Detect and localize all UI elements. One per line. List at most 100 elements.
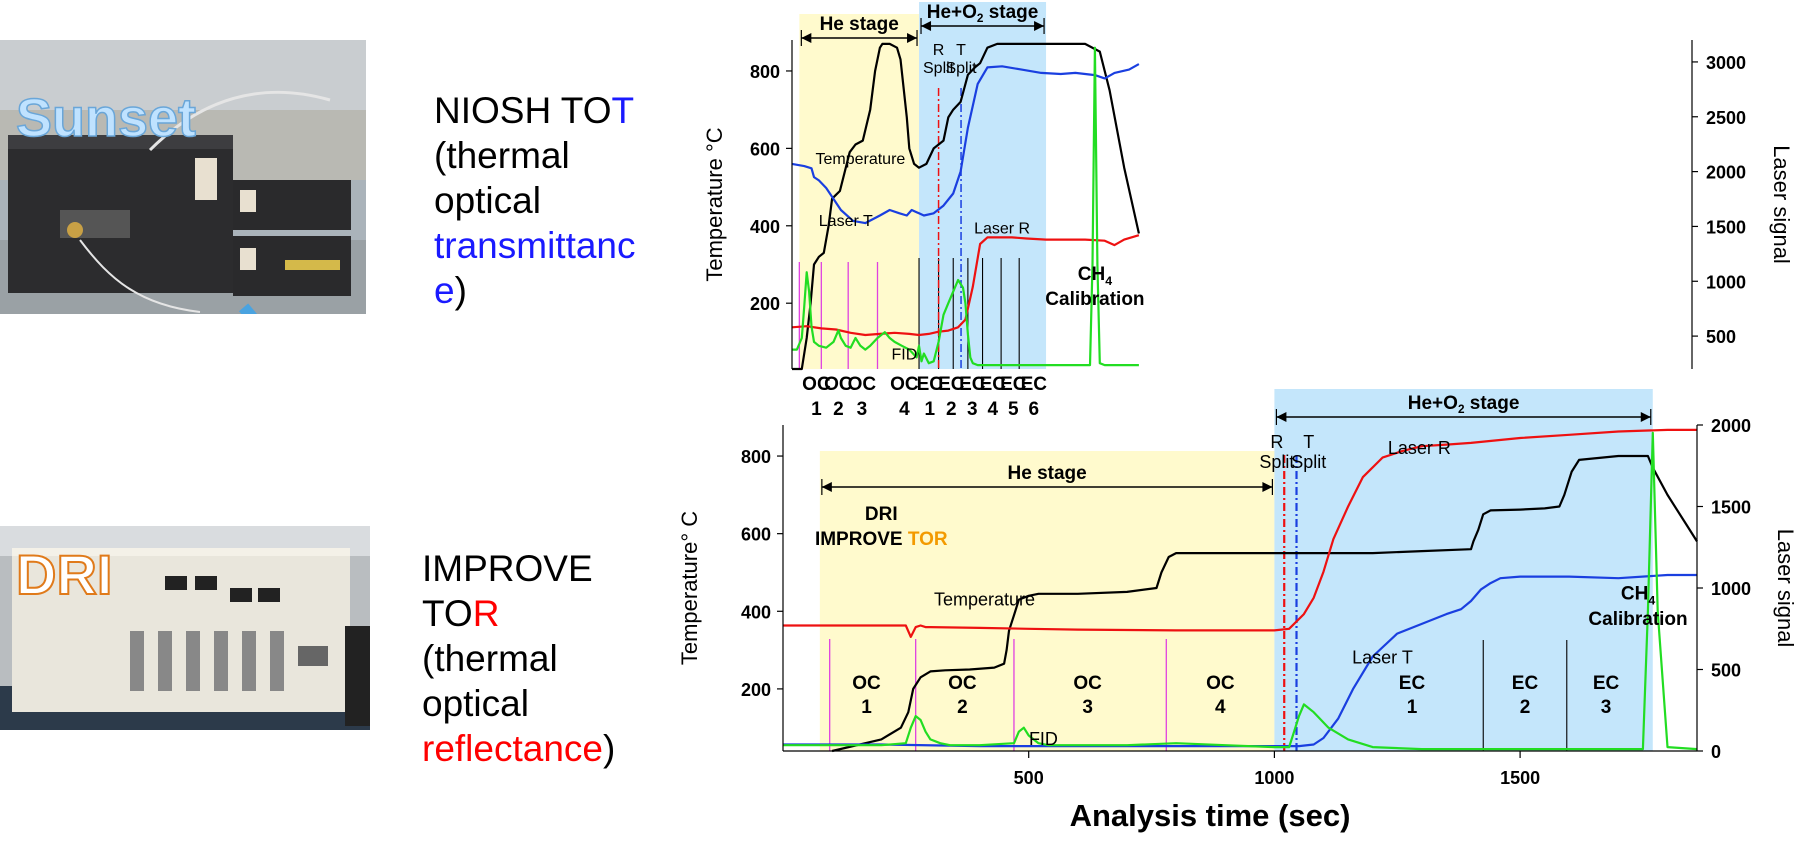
top-series-label-4: FID xyxy=(891,346,917,363)
top-fraction-label-b-7: 3 xyxy=(967,399,978,420)
sunset-instrument-photo: Sunset xyxy=(0,40,366,314)
bottom-xtick-label-1000: 1000 xyxy=(1254,768,1294,788)
top-fraction-label-a-1: OC xyxy=(802,374,831,395)
top-stage-arrowhead-l-2 xyxy=(921,21,932,31)
top-ytick-label-600: 600 xyxy=(750,139,780,159)
bottom-fraction-label-b-4: 4 xyxy=(1215,697,1226,718)
top-fraction-label-b-6: 2 xyxy=(946,399,957,420)
bottom-fraction-label-b-6: 2 xyxy=(1520,697,1531,718)
niosh-line-5: e) xyxy=(434,270,467,311)
bottom-series-laser-r xyxy=(783,428,1697,638)
top-y-axis-title: Temperature °C xyxy=(702,127,727,281)
top-stage-arrowhead-r-1 xyxy=(907,33,918,43)
top-y2tick-label-2000: 2000 xyxy=(1706,163,1746,183)
bottom-split-label-b-2: Split xyxy=(1291,452,1326,472)
bottom-split-label-a-1: R xyxy=(1270,432,1283,452)
top-fraction-label-a-8: EC xyxy=(980,374,1007,395)
top-series-fid xyxy=(792,46,1139,367)
top-fraction-label-b-3: 3 xyxy=(857,399,868,420)
top-calibration-label-b: Calibration xyxy=(1045,289,1144,310)
bottom-xtick-label-1500: 1500 xyxy=(1500,768,1540,788)
top-split-label-b-1: Split xyxy=(923,60,955,77)
top-stage-label-1: He stage xyxy=(820,14,899,35)
top-stage-arrowhead-l-1 xyxy=(801,33,812,43)
bottom-stage-band-1 xyxy=(819,451,1275,751)
top-fraction-label-a-3: OC xyxy=(848,374,877,395)
bottom-fraction-label-a-3: OC xyxy=(1073,673,1102,694)
top-stage-band-1 xyxy=(799,14,920,369)
improve-line-4: optical xyxy=(422,683,529,724)
top-calibration-label-a: CH4 xyxy=(1078,264,1112,288)
bottom-fraction-label-b-1: 1 xyxy=(861,697,872,718)
bottom-fraction-label-a-7: EC xyxy=(1593,673,1620,694)
improve-line-1: IMPROVE xyxy=(422,548,593,589)
bottom-xtick-label-500: 500 xyxy=(1014,768,1044,788)
bottom-series-label-3: Laser T xyxy=(1352,648,1413,668)
bottom-y-axis-title: Temperature° C xyxy=(677,511,702,665)
bottom-ytick-label-800: 800 xyxy=(741,447,771,467)
bottom-fraction-label-a-1: OC xyxy=(852,673,881,694)
top-y2tick-label-2500: 2500 xyxy=(1706,108,1746,128)
top-y2tick-label-500: 500 xyxy=(1706,327,1736,347)
improve-line-2: TOR xyxy=(422,593,500,634)
bottom-y2-axis-title: Laser signal xyxy=(1773,529,1798,648)
niosh-line-3: optical xyxy=(434,180,541,221)
top-split-label-a-2: T xyxy=(956,42,966,59)
bottom-x-axis-title: Analysis time (sec) xyxy=(1070,798,1351,833)
top-fraction-label-b-8: 4 xyxy=(988,399,999,420)
top-fraction-label-b-4: 4 xyxy=(899,399,910,420)
bottom-stage-arrowhead-l-2 xyxy=(1276,412,1287,422)
top-y2tick-label-1500: 1500 xyxy=(1706,217,1746,237)
bottom-stage-arrowhead-r-2 xyxy=(1640,412,1651,422)
bottom-y2tick-label-2000: 2000 xyxy=(1711,416,1751,436)
bottom-method-label-b: IMPROVE TOR xyxy=(815,529,948,550)
top-series-temperature xyxy=(792,42,1140,371)
top-series-laser-r xyxy=(791,234,1140,337)
bottom-fraction-label-b-7: 3 xyxy=(1601,697,1612,718)
bottom-method-label-a: DRI xyxy=(865,504,898,525)
bottom-fraction-label-b-3: 3 xyxy=(1082,697,1093,718)
top-series-label-3: Laser R xyxy=(974,221,1030,238)
bottom-y2tick-label-500: 500 xyxy=(1711,661,1741,681)
top-ytick-label-800: 800 xyxy=(750,62,780,82)
bottom-fraction-label-b-5: 1 xyxy=(1407,697,1418,718)
bottom-y2tick-label-1500: 1500 xyxy=(1711,498,1751,518)
bottom-series-label-1: Temperature xyxy=(934,589,1035,609)
improve-line-5: reflectance) xyxy=(422,728,616,769)
sunset-label: Sunset xyxy=(16,88,196,148)
top-stage-arrowhead-r-2 xyxy=(1034,21,1045,31)
top-fraction-label-b-9: 5 xyxy=(1008,399,1019,420)
bottom-stage-band-2 xyxy=(1274,389,1653,751)
bottom-ytick-label-400: 400 xyxy=(741,602,771,622)
dri-label: DRI xyxy=(16,543,112,606)
top-split-label-a-1: R xyxy=(933,42,945,59)
top-y2-axis-title: Laser signal xyxy=(1769,145,1794,264)
sunset-photo-image: Sunset xyxy=(0,40,366,314)
niosh-line-1: NIOSH TOT xyxy=(434,90,635,131)
bottom-series-fid xyxy=(783,431,1698,751)
improve-line-3: (thermal xyxy=(422,638,558,679)
bottom-split-label-b-1: Split xyxy=(1259,452,1294,472)
bottom-series-label-2: Laser R xyxy=(1388,438,1451,458)
top-fraction-label-a-6: EC xyxy=(938,374,965,395)
top-stage-label-2: He+O2 stage xyxy=(927,2,1039,25)
top-y2tick-label-1000: 1000 xyxy=(1706,272,1746,292)
top-ytick-label-200: 200 xyxy=(750,294,780,314)
bottom-stage-arrowhead-r-1 xyxy=(1262,482,1273,492)
top-fraction-label-a-9: EC xyxy=(1000,374,1027,395)
bottom-calibration-label-b: Calibration xyxy=(1588,609,1687,630)
bottom-fraction-label-a-2: OC xyxy=(948,673,977,694)
niosh-line-4: transmittanc xyxy=(434,225,636,266)
top-fraction-label-a-5: EC xyxy=(917,374,944,395)
bottom-series-label-4: FID xyxy=(1029,729,1058,749)
bottom-calibration-label-a: CH4 xyxy=(1621,584,1655,608)
top-ytick-label-400: 400 xyxy=(750,217,780,237)
bottom-fraction-label-a-4: OC xyxy=(1206,673,1235,694)
bottom-fraction-label-b-2: 2 xyxy=(957,697,968,718)
bottom-fraction-label-a-6: EC xyxy=(1512,673,1539,694)
bottom-series-laser-t xyxy=(783,573,1697,748)
top-fraction-label-b-2: 2 xyxy=(833,399,844,420)
niosh-method-text: NIOSH TOT (thermal optical transmittanc … xyxy=(434,88,636,313)
bottom-stage-arrowhead-l-1 xyxy=(821,482,832,492)
